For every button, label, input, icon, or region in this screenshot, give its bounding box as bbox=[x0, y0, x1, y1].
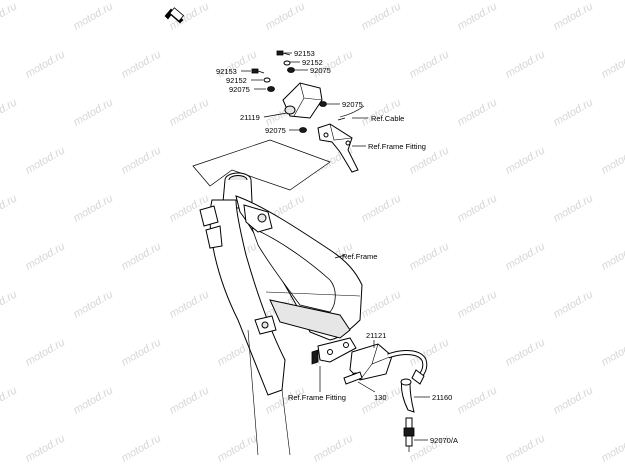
spark-plug-92070a bbox=[403, 417, 415, 452]
watermark-text: motod.ru bbox=[24, 432, 68, 464]
frame-inner-opening bbox=[251, 227, 336, 313]
watermark-text: motod.ru bbox=[72, 0, 116, 32]
grommet-92075-mid bbox=[319, 101, 327, 107]
watermark-text: motod.ru bbox=[552, 288, 596, 320]
watermark-text: motod.ru bbox=[456, 192, 500, 224]
plug-cap-21160 bbox=[387, 350, 428, 413]
watermark-text: motod.ru bbox=[120, 144, 164, 176]
label-92075-low: 92075 bbox=[265, 126, 286, 135]
watermark-text: motod.ru bbox=[552, 192, 596, 224]
watermark-text: motod.ru bbox=[456, 96, 500, 128]
watermark-text: motod.ru bbox=[456, 0, 500, 32]
bolt-92153-left bbox=[251, 68, 265, 74]
lower-frame-fitting bbox=[311, 337, 357, 365]
watermark-text: motod.ru bbox=[504, 432, 548, 464]
watermark-text: motod.ru bbox=[504, 144, 548, 176]
watermark-text: motod.ru bbox=[0, 96, 19, 128]
watermark-text: motod.ru bbox=[600, 144, 625, 176]
watermark-text: motod.ru bbox=[360, 192, 404, 224]
watermark-text: motod.ru bbox=[360, 288, 404, 320]
watermark-text: motod.ru bbox=[408, 48, 452, 80]
label-130: 130 bbox=[374, 393, 387, 402]
washer-92152-left bbox=[263, 77, 271, 83]
label-21160: 21160 bbox=[432, 393, 452, 402]
label-92153-top: 92153 bbox=[294, 49, 315, 58]
arrow-icon bbox=[164, 7, 185, 24]
upper-coil-assembly bbox=[241, 50, 368, 173]
label-92152-top: 92152 bbox=[302, 58, 323, 67]
watermark-text: motod.ru bbox=[456, 288, 500, 320]
frame bbox=[192, 139, 363, 456]
leader-lines-upper bbox=[241, 52, 368, 147]
label-ref-frame-fitting-top: Ref.Frame Fitting bbox=[368, 142, 426, 151]
ignition-coil-21119 bbox=[282, 82, 323, 119]
watermark-text: motod.ru bbox=[408, 240, 452, 272]
grommet-92075-left bbox=[267, 86, 275, 92]
leader-lines-lower bbox=[319, 340, 430, 441]
part-labels: 92153 92152 92075 92153 92152 92075 9207… bbox=[216, 49, 458, 445]
label-21119: 21119 bbox=[240, 113, 260, 122]
lower-coil-assembly bbox=[311, 337, 430, 452]
watermark-text: motod.ru bbox=[600, 240, 625, 272]
watermark-text: motod.ru bbox=[312, 432, 356, 464]
watermark-text: motod.ru bbox=[168, 288, 212, 320]
watermark-text: motod.ru bbox=[24, 144, 68, 176]
watermark-text: motod.ru bbox=[504, 336, 548, 368]
watermark-text: motod.ru bbox=[216, 432, 260, 464]
watermark-text: motod.ru bbox=[552, 0, 596, 32]
frame-left-bracket bbox=[199, 205, 219, 227]
watermark-text: motod.ru bbox=[0, 192, 19, 224]
watermark-text: motod.ru bbox=[120, 48, 164, 80]
grommet-92075-low bbox=[299, 127, 307, 133]
frame-left-bracket-2 bbox=[205, 225, 223, 249]
frame-cross-member bbox=[269, 299, 351, 339]
watermark-text: motod.ru bbox=[24, 48, 68, 80]
watermark-text: motod.ru bbox=[168, 384, 212, 416]
watermark-text: motod.ru bbox=[504, 240, 548, 272]
label-92070a: 92070/A bbox=[430, 436, 458, 445]
watermark-text: motod.ru bbox=[72, 192, 116, 224]
watermark-text: motod.ru bbox=[0, 384, 19, 416]
watermark-text: motod.ru bbox=[120, 432, 164, 464]
label-92075-top: 92075 bbox=[310, 66, 331, 75]
watermark-text: motod.ru bbox=[72, 96, 116, 128]
watermark-text: motod.ru bbox=[504, 48, 548, 80]
watermark-text: motod.ru bbox=[360, 0, 404, 32]
watermark-text: motod.ru bbox=[264, 0, 308, 32]
watermark-text: motod.ru bbox=[0, 288, 19, 320]
coil-bracket bbox=[317, 123, 359, 173]
watermark-text: motod.ru bbox=[600, 432, 625, 464]
bolt-130 bbox=[343, 371, 363, 385]
watermark-text: motod.ru bbox=[600, 48, 625, 80]
label-92075-left: 92075 bbox=[229, 85, 250, 94]
watermark-text: motod.ru bbox=[24, 336, 68, 368]
label-92152-left: 92152 bbox=[226, 76, 247, 85]
watermark-text: motod.ru bbox=[552, 384, 596, 416]
watermark-text: motod.ru bbox=[120, 240, 164, 272]
watermark-text: motod.ru bbox=[0, 0, 19, 32]
label-92075-mid: 92075 bbox=[342, 100, 363, 109]
watermark-text: motod.ru bbox=[168, 96, 212, 128]
label-ref-frame-fitting-bottom: Ref.Frame Fitting bbox=[288, 393, 346, 402]
watermark-text: motod.ru bbox=[552, 96, 596, 128]
watermark-text: motod.ru bbox=[72, 384, 116, 416]
watermark-text: motod.ru bbox=[72, 288, 116, 320]
watermark-text: motod.ru bbox=[120, 336, 164, 368]
label-92153-left: 92153 bbox=[216, 67, 237, 76]
watermark-text: motod.ru bbox=[456, 384, 500, 416]
washer-92152-top bbox=[283, 60, 291, 66]
label-ref-frame: Ref.Frame bbox=[342, 252, 377, 261]
watermark-text: motod.ru bbox=[24, 240, 68, 272]
grommet-92075-top bbox=[287, 67, 295, 73]
watermark-text: motod.ru bbox=[600, 336, 625, 368]
frame-reference-plane bbox=[192, 139, 331, 191]
frame-downtube bbox=[209, 199, 286, 396]
watermark-text: motod.ru bbox=[360, 96, 404, 128]
cable bbox=[337, 105, 365, 121]
label-ref-cable: Ref.Cable bbox=[371, 114, 404, 123]
label-21121: 21121 bbox=[366, 331, 386, 340]
